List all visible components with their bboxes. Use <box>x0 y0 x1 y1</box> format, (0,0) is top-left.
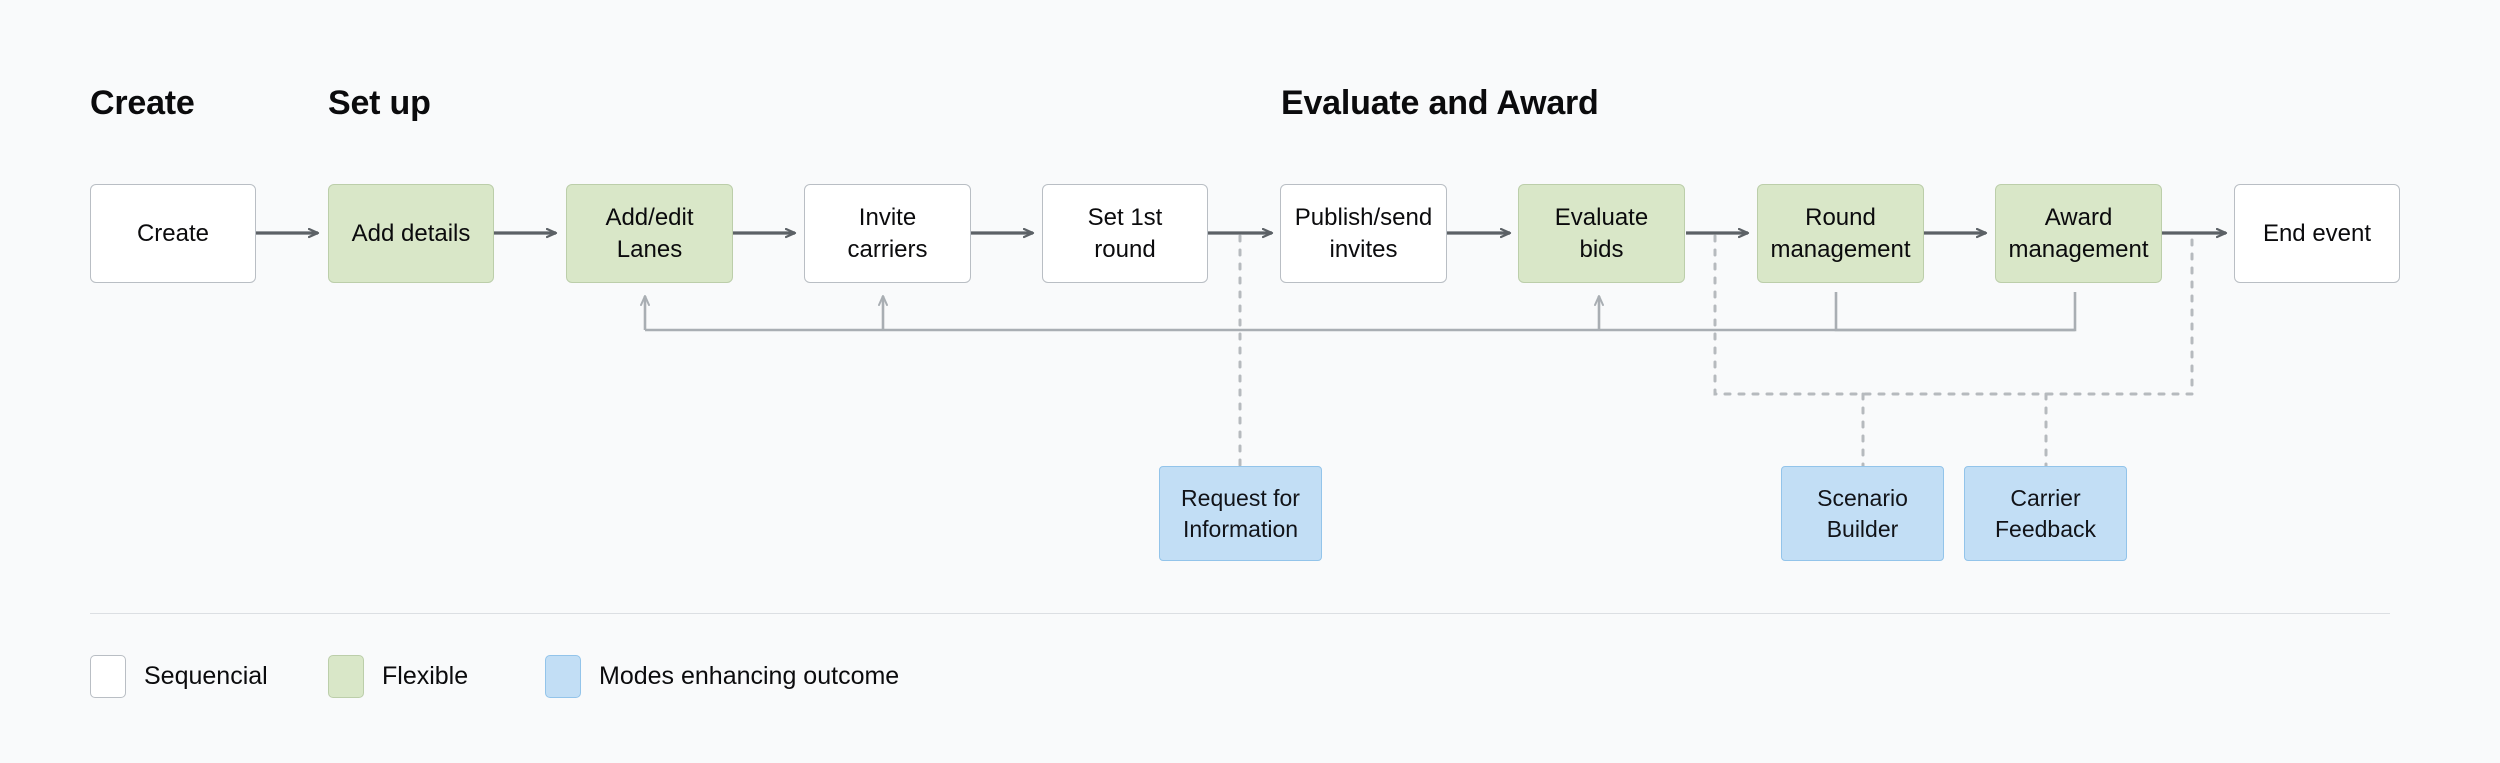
node-create-label: Create <box>136 219 210 247</box>
node-end-event[interactable]: End event <box>2234 184 2400 283</box>
node-create[interactable]: Create <box>90 184 256 283</box>
legend-item-sequential: Sequencial <box>90 655 268 698</box>
legend-swatch-flexible-icon <box>328 655 364 698</box>
legend-divider <box>90 613 2390 614</box>
feedback-loop <box>640 292 2077 332</box>
legend-swatch-modes-icon <box>545 655 581 698</box>
phase-title-set-up: Set up <box>328 84 431 122</box>
node-add-details[interactable]: Add details <box>328 184 494 283</box>
legend-label-flexible: Flexible <box>382 662 469 690</box>
legend-item-modes: Modes enhancing outcome <box>545 655 899 698</box>
legend-label-modes: Modes enhancing outcome <box>599 662 900 690</box>
node-add-details-label: Add details <box>351 219 471 247</box>
legend-label-sequential: Sequencial <box>144 662 268 690</box>
legend-item-flexible: Flexible <box>328 655 468 698</box>
node-end-event-label: End event <box>2262 219 2372 247</box>
legend-swatch-sequential-icon <box>90 655 126 698</box>
phase-title-create: Create <box>90 84 195 122</box>
phase-title-evaluate-and-award: Evaluate and Award <box>1281 84 1599 122</box>
